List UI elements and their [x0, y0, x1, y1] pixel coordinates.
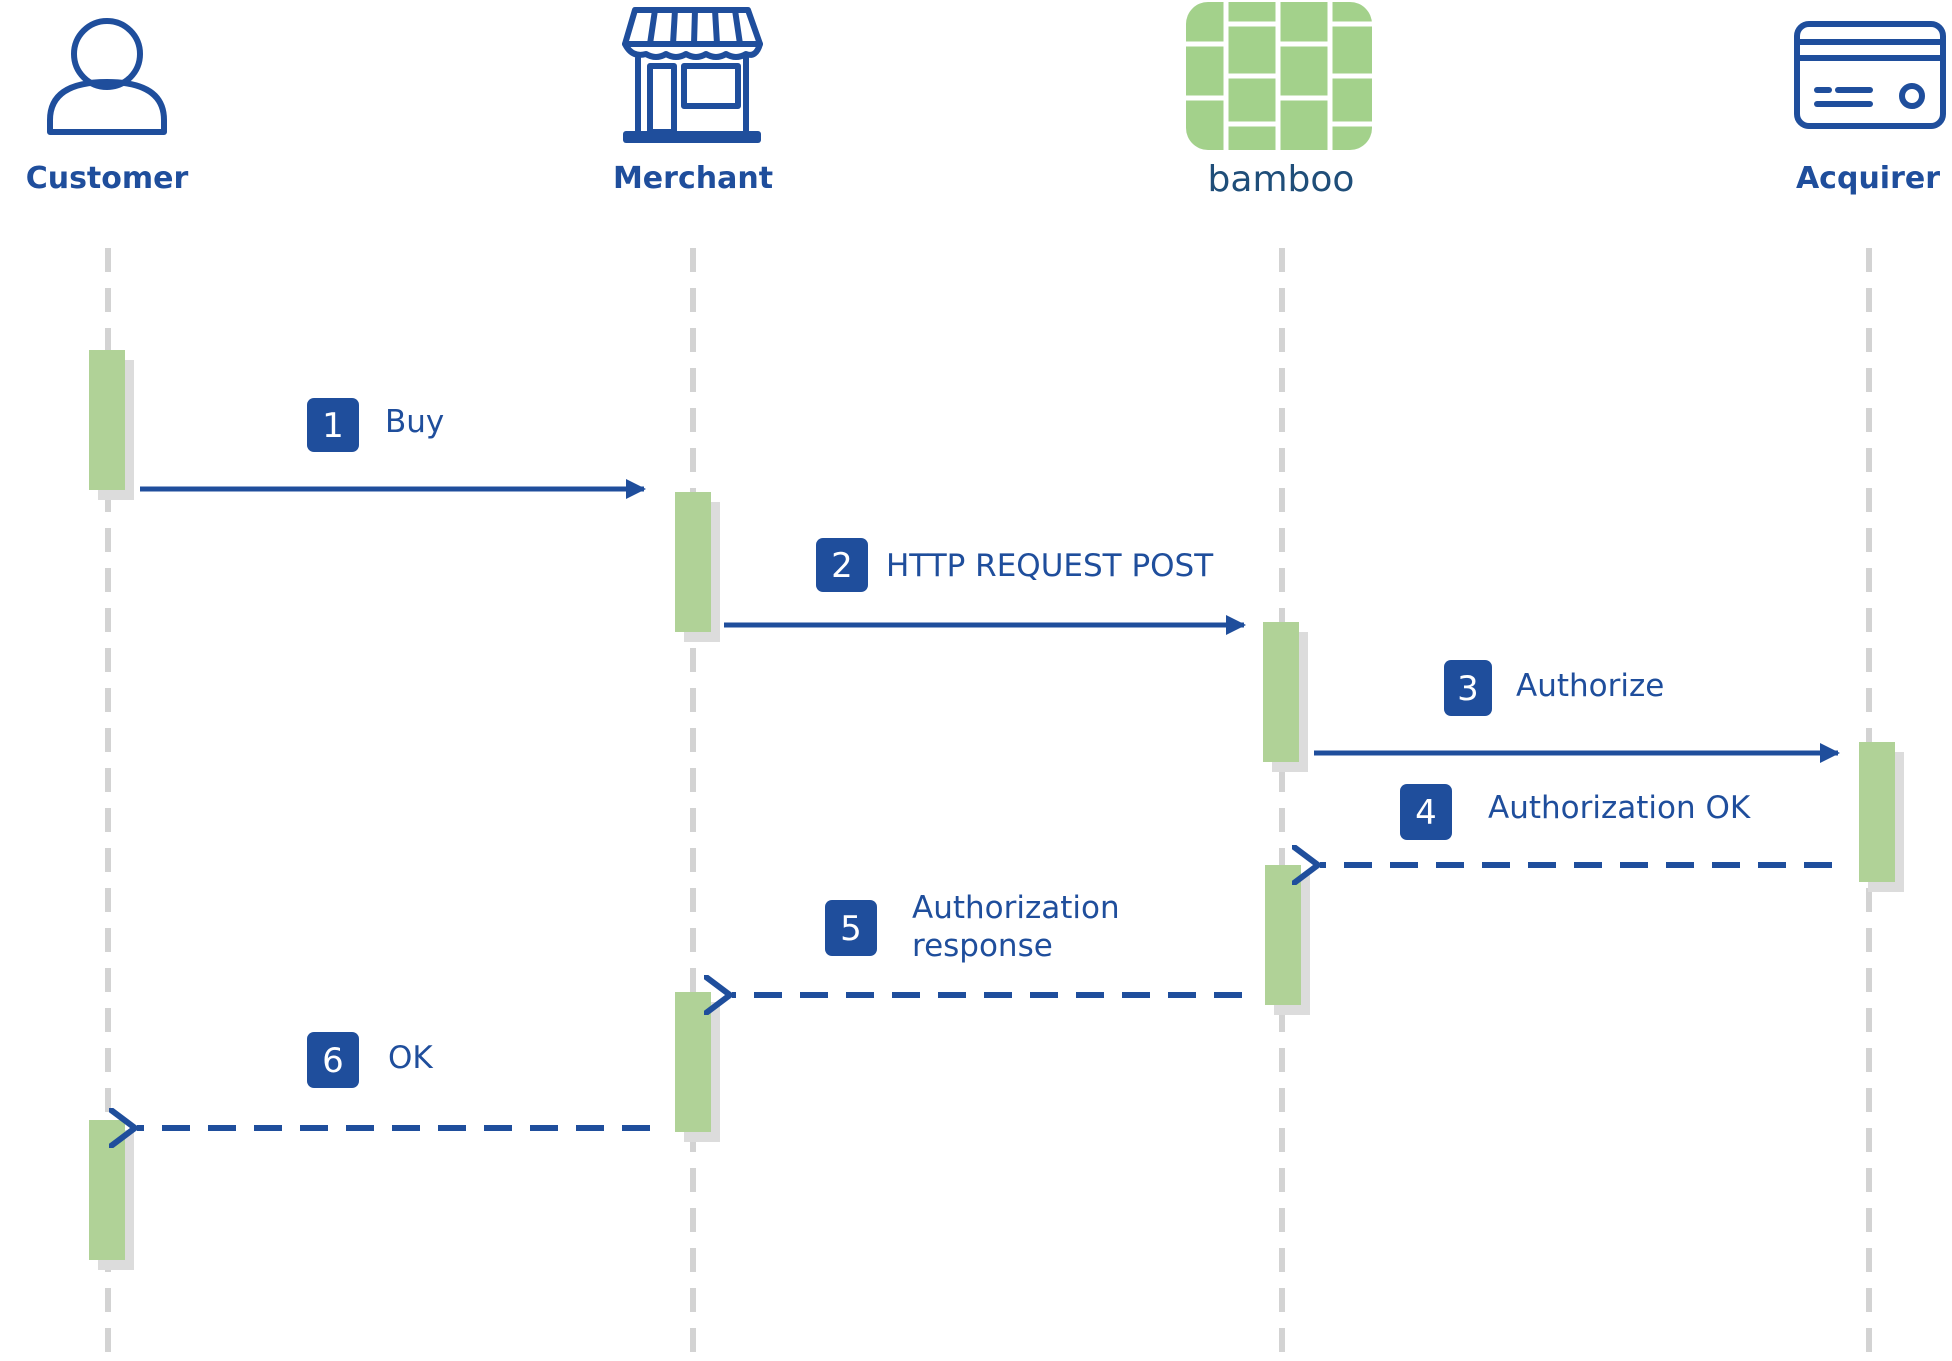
step-number: 1 [322, 406, 344, 446]
activation-merchant-2 [675, 992, 720, 1142]
message-label: HTTP REQUEST POST [886, 548, 1214, 584]
step-badge [816, 538, 868, 592]
message-label: Buy [385, 404, 444, 440]
step-number: 2 [831, 546, 853, 586]
message-3: 3 Authorize [1314, 660, 1840, 763]
activation-bamboo-2 [1265, 865, 1310, 1015]
actor-label-customer: Customer [26, 161, 189, 196]
storefront-icon [622, 7, 763, 143]
step-number: 3 [1457, 669, 1479, 709]
step-badge [1400, 784, 1452, 840]
activation-bamboo-1 [1263, 622, 1308, 772]
message-label-line1: Authorization [912, 890, 1120, 926]
step-badge [307, 1032, 359, 1088]
step-number: 4 [1415, 793, 1437, 833]
message-label: Authorization OK [1488, 790, 1751, 826]
step-badge [825, 900, 877, 956]
actor-label-merchant: Merchant [613, 161, 773, 196]
message-label: OK [388, 1040, 433, 1076]
activation-customer-2 [89, 1120, 134, 1270]
step-badge [307, 398, 359, 452]
message-6: 6 OK [137, 1032, 650, 1128]
credit-card-icon [1794, 21, 1946, 129]
step-number: 5 [840, 909, 862, 949]
person-icon [47, 18, 167, 135]
message-label-line2: response [912, 928, 1053, 964]
actor-label-acquirer: Acquirer [1796, 161, 1940, 196]
message-2: 2 HTTP REQUEST POST [724, 538, 1246, 635]
message-5: 5 Authorization response [732, 890, 1242, 995]
bamboo-logo-icon [1186, 2, 1372, 150]
activation-acquirer-1 [1859, 742, 1904, 892]
step-badge [1444, 660, 1492, 716]
activation-merchant-1 [675, 492, 720, 642]
step-number: 6 [322, 1041, 344, 1081]
actor-label-bamboo: bamboo [1208, 159, 1355, 200]
message-4: 4 Authorization OK [1320, 784, 1832, 865]
message-label: Authorize [1516, 668, 1664, 704]
message-1: 1 Buy [140, 398, 646, 499]
activation-customer-1 [89, 350, 134, 500]
